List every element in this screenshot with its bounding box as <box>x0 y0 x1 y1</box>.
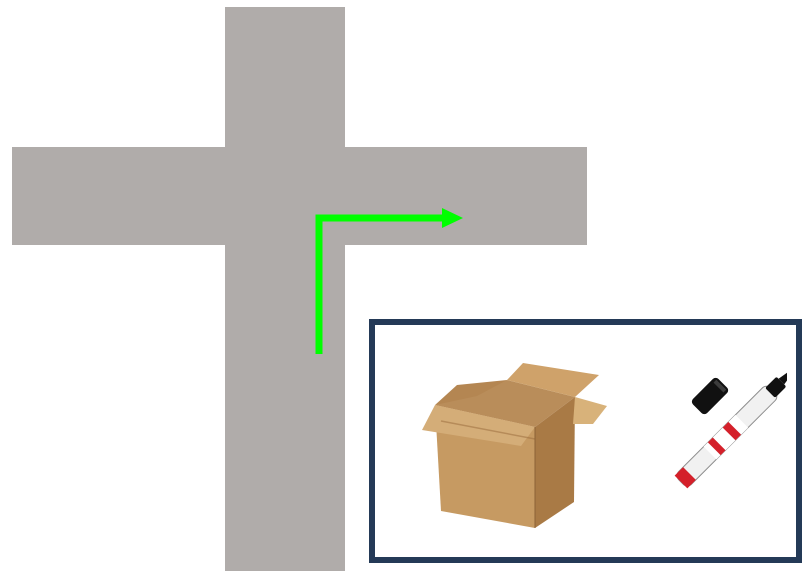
road-horizontal <box>12 147 587 245</box>
items-panel <box>369 319 802 563</box>
road-vertical <box>225 7 345 571</box>
marker-pen-icon <box>637 361 787 511</box>
cardboard-box-icon <box>417 363 613 533</box>
